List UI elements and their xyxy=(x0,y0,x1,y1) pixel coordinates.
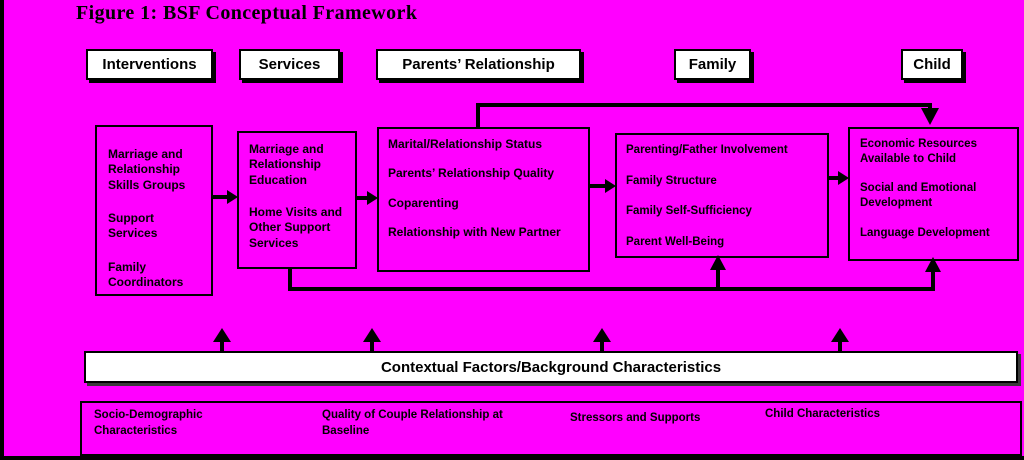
contextual-item: Stressors and Supports xyxy=(570,412,701,424)
contextual-item: Socio-Demographic Characteristics xyxy=(94,409,203,437)
content-box-parents-relationship: Marital/Relationship Status Parents’ Rel… xyxy=(377,127,590,272)
list-item: Family Structure xyxy=(626,174,717,187)
header-label-parents-relationship: Parents’ Relationship xyxy=(402,56,555,73)
list-item: Family Self-Sufficiency xyxy=(626,205,752,218)
contextual-up-arrow-2 xyxy=(363,328,381,351)
list-item: Economic Resources Available to Child xyxy=(860,138,977,165)
content-box-child: Economic Resources Available to Child So… xyxy=(848,127,1019,261)
header-box-interventions: Interventions xyxy=(86,49,213,80)
figure-title: Figure 1: BSF Conceptual Framework xyxy=(76,2,418,24)
contextual-up-arrow-1 xyxy=(213,328,231,351)
list-item: Marriage and Relationship Education xyxy=(249,142,324,187)
header-box-child: Child xyxy=(901,49,963,80)
contextual-up-arrow-3 xyxy=(593,328,611,351)
list-item: Support Services xyxy=(108,211,158,241)
list-item: Parent Well-Being xyxy=(626,236,725,249)
contextual-items-box: Socio-Demographic Characteristics Qualit… xyxy=(80,401,1022,456)
left-border-strip xyxy=(0,0,4,460)
header-label-services: Services xyxy=(258,56,321,73)
list-item: Language Development xyxy=(860,226,990,239)
content-box-family: Parenting/Father Involvement Family Stru… xyxy=(615,133,829,258)
list-item: Social and Emotional Development xyxy=(860,182,977,210)
contextual-up-arrow-4 xyxy=(831,328,849,351)
contextual-factors-label: Contextual Factors/Background Characteri… xyxy=(380,358,722,376)
header-box-parents-relationship: Parents’ Relationship xyxy=(376,49,581,80)
header-label-family: Family xyxy=(688,56,737,73)
contextual-factors-bar: Contextual Factors/Background Characteri… xyxy=(84,351,1018,383)
arrow-family-to-child xyxy=(828,171,849,185)
list-item: Coparenting xyxy=(388,195,459,210)
arrow-interventions-to-services xyxy=(212,190,238,204)
header-label-child: Child xyxy=(913,56,951,73)
list-item: Parenting/Father Involvement xyxy=(626,144,788,156)
arrow-parents-top-bypass-to-child xyxy=(476,103,939,128)
list-item: Marriage and Relationship Skills Groups xyxy=(108,147,186,192)
list-item: Home Visits and Other Support Services xyxy=(249,205,343,250)
bottom-border-strip xyxy=(0,456,1024,460)
header-box-family: Family xyxy=(674,49,751,80)
arrow-services-to-parents xyxy=(356,191,378,205)
header-label-interventions: Interventions xyxy=(102,56,197,73)
list-item: Parents’ Relationship Quality xyxy=(388,166,555,181)
content-box-services: Marriage and Relationship Education Home… xyxy=(237,131,357,269)
content-box-interventions: Marriage and Relationship Skills Groups … xyxy=(95,125,213,296)
list-item: Family Coordinators xyxy=(108,259,184,290)
arrow-parents-to-family xyxy=(589,179,616,193)
contextual-item: Quality of Couple Relationship at Baseli… xyxy=(322,409,503,437)
list-item: Relationship with New Partner xyxy=(388,225,561,240)
header-box-services: Services xyxy=(239,49,340,80)
list-item: Marital/Relationship Status xyxy=(388,137,543,151)
contextual-item: Child Characteristics xyxy=(765,408,881,420)
